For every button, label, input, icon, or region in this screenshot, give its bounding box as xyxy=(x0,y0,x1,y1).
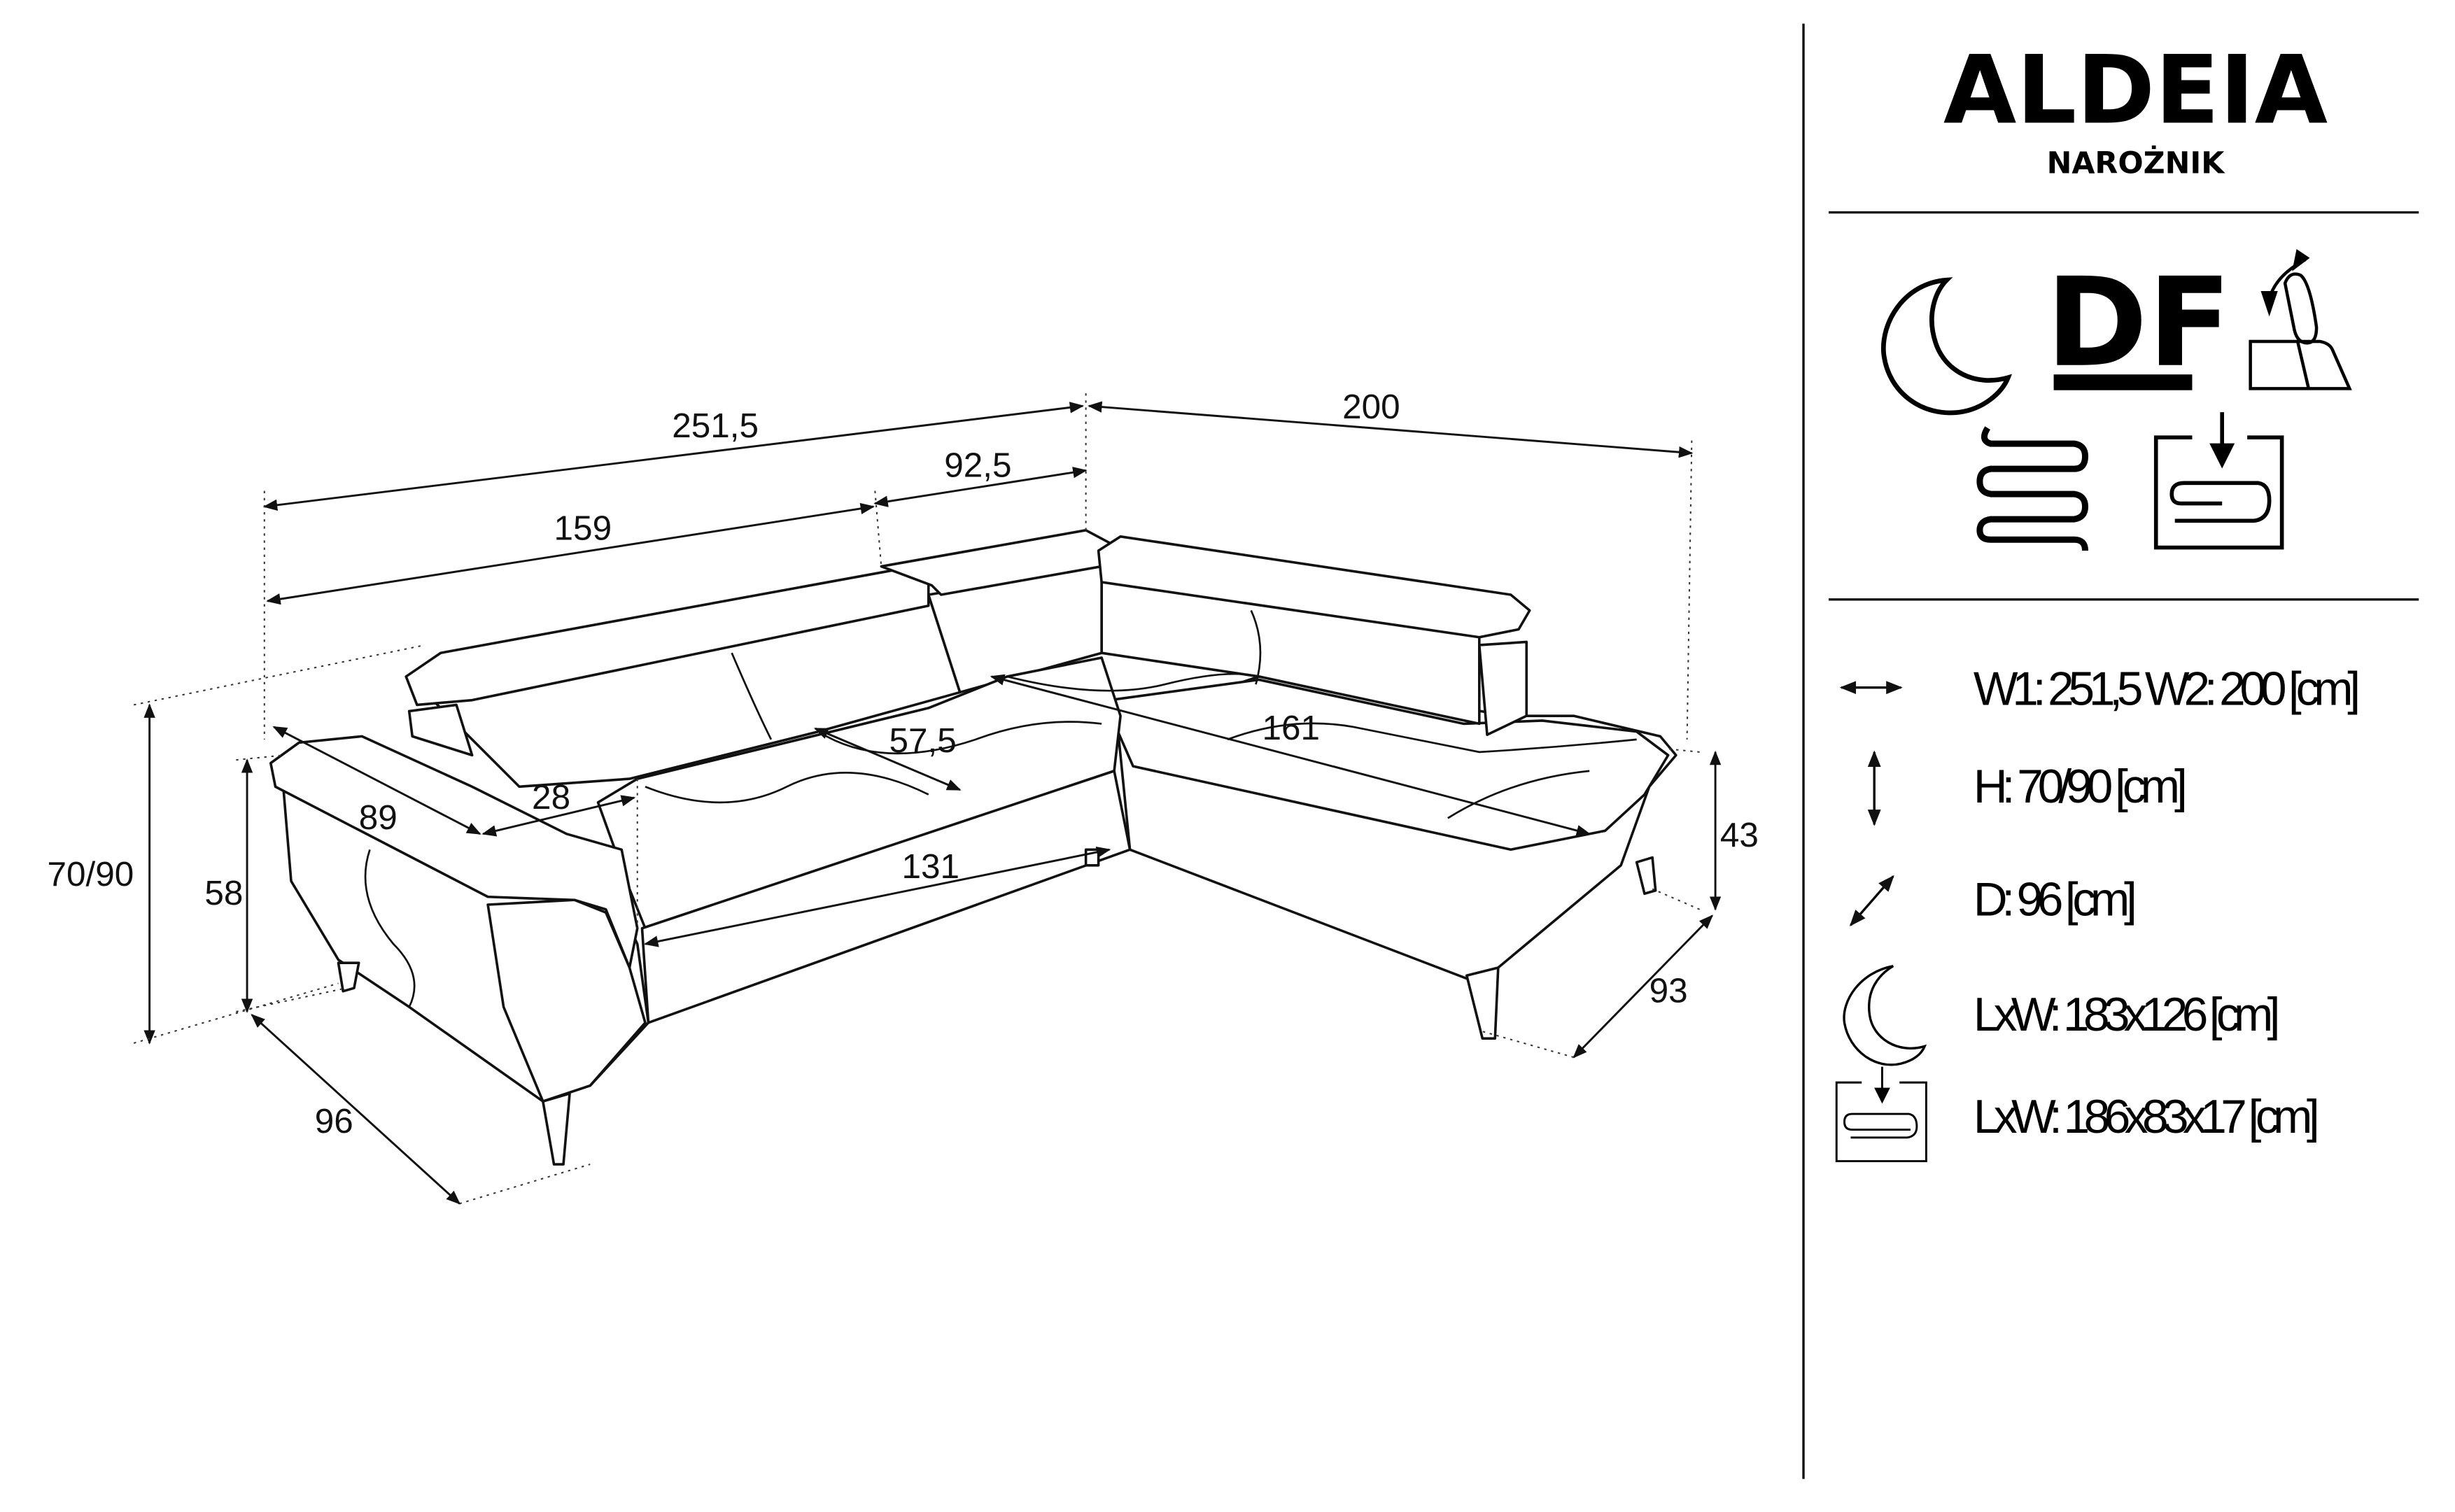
sleep-function-moon-icon xyxy=(1880,277,2013,416)
dim-right-depth-label: 93 xyxy=(1649,971,1688,1010)
spec-height-text: H: 70/90 [cm] xyxy=(1974,761,2188,813)
dimension-labels: 251,5 200 92,5 159 70/90 58 96 43 93 89 … xyxy=(47,388,1758,1140)
dim-w1-label: 251,5 xyxy=(672,407,759,445)
moon-icon xyxy=(1843,965,1927,1066)
storage-icon xyxy=(1835,1066,1927,1163)
spec-width-text: W1: 251,5 W2: 200 [cm] xyxy=(1974,663,2361,715)
leg xyxy=(542,1092,571,1166)
df-underline xyxy=(2053,374,2193,390)
spec-storage-text: LxW: 186x83x17 [cm] xyxy=(1974,1091,2320,1143)
dim-armrest-length-label: 89 xyxy=(359,798,398,837)
adjustable-headrest-icon xyxy=(2249,249,2352,390)
sofa-drawing xyxy=(269,529,1677,1166)
dim-right-seat-label: 161 xyxy=(1262,709,1320,747)
spec-width: W1: 251,5 W2: 200 [cm] xyxy=(1839,663,2361,715)
dim-armrest-width-label: 28 xyxy=(532,778,570,817)
spring-icon xyxy=(1976,426,2089,551)
leg xyxy=(337,961,360,993)
back-seam xyxy=(731,652,773,740)
spec-depth-text: D: 96 [cm] xyxy=(1974,874,2137,926)
product-type: NAROŻNIK xyxy=(2047,145,2226,181)
spec-depth: D: 96 [cm] xyxy=(1849,874,2137,927)
left-armrest-front xyxy=(486,898,647,1103)
dim-seat-height-label: 43 xyxy=(1720,816,1759,854)
spec-sleeping-text: LxW: 183x126 [cm] xyxy=(1974,989,2280,1041)
dim-seat-depth-label: 57,5 xyxy=(889,721,957,760)
product-name: ALDEIA xyxy=(1943,35,2328,145)
spec-storage: LxW: 186x83x17 [cm] xyxy=(1835,1066,2320,1163)
dimension-lines xyxy=(133,393,1722,1205)
df-logo-icon: DF xyxy=(2046,252,2231,395)
headrest-right xyxy=(1097,535,1531,639)
dim-depth-label: 96 xyxy=(315,1102,353,1140)
dim-w2-label: 200 xyxy=(1342,388,1400,426)
diagonal-arrow-icon xyxy=(1849,875,1894,927)
dim-back-left-label: 159 xyxy=(554,509,612,547)
dim-armrest-height-label: 58 xyxy=(204,874,243,912)
leg xyxy=(1465,966,1500,1040)
dim-seat-length-label: 131 xyxy=(902,847,960,886)
dim-corner-label: 92,5 xyxy=(944,446,1011,484)
dim-height-label: 70/90 xyxy=(47,855,134,893)
armrest-seam xyxy=(364,849,416,1008)
spec-height: H: 70/90 [cm] xyxy=(1867,750,2188,826)
spec-sleeping-area: LxW: 183x126 [cm] xyxy=(1843,965,2280,1066)
storage-container-icon xyxy=(2153,412,2284,550)
leg xyxy=(1635,856,1657,896)
